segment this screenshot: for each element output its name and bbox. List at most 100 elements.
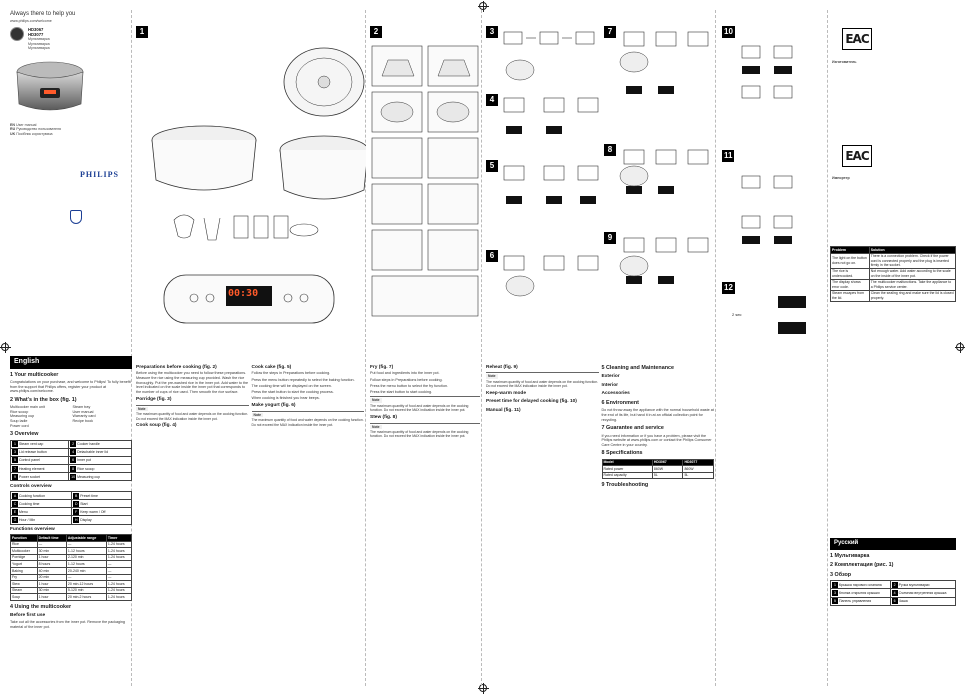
fry-step-3: Press the menu button to select the fry …	[370, 383, 449, 388]
fry-step-2: Follow steps in Preparations before cook…	[370, 377, 443, 382]
cake-step-4: Press the start button to start the cook…	[251, 389, 334, 394]
registration-mark-bottom	[478, 683, 489, 694]
en-s1-text: Congratulations on your purchase, and we…	[10, 380, 131, 394]
cake-step-5: When cooking is finished you hear beeps.	[251, 395, 320, 400]
fig-2-label: 2	[370, 26, 382, 38]
importer-label: Импортер	[832, 176, 850, 180]
tagline: Always there to help you	[10, 11, 76, 17]
fig-6-label: 6	[486, 250, 498, 262]
reheat-title: Reheat (fig. 9)	[486, 364, 518, 370]
russian-section: Русский 1 Мультиварка 2 Комплектация (ри…	[830, 538, 957, 606]
s8-title: 8 Specifications	[601, 450, 643, 457]
russian-bar: Русский	[830, 538, 956, 550]
lang-uk: UK Посібник користувача	[10, 131, 53, 136]
registration-mark-right	[955, 342, 965, 353]
stew-title: Stew (fig. 8)	[370, 414, 397, 420]
fry-title: Fry (fig. 7)	[370, 364, 394, 370]
en-s2-title: 2 What's in the box (fig. 1)	[10, 396, 77, 403]
box-items: Multicooker main unit Rice scoop Measuri…	[10, 405, 96, 428]
s7-title: 7 Guarantee and service	[601, 425, 664, 432]
product-name-1: Мультиварка	[28, 37, 50, 42]
cooking-steps-illustration	[503, 31, 709, 297]
s6-title: 6 Environment	[601, 400, 639, 407]
lang-ru: RU Руководство пользователя	[10, 127, 61, 132]
fig-12-label: 12	[722, 282, 735, 294]
manufacturer-label: Изготовитель	[832, 60, 857, 64]
product-name-3: Мультиварка	[28, 46, 50, 51]
eac-mark-1: EAC	[842, 28, 872, 50]
keepwarm-title: Keep-warm mode	[486, 390, 526, 396]
prep-title: Preparations before cooking (fig. 2)	[136, 364, 217, 370]
cake-step-3: The cooking time will be displayed on th…	[251, 383, 332, 388]
website-url: www.philips.com/welcome	[10, 18, 52, 23]
model-1: HD3067	[28, 26, 44, 32]
ru-s1-title: 1 Мультиварка	[830, 552, 870, 559]
fig-11-label: 11	[722, 150, 735, 162]
cake-step-2: Press the menu button repeatedly to sele…	[251, 377, 355, 382]
s9-title: 9 Troubleshooting	[601, 482, 649, 489]
table-row: The display shows error code.The multico…	[830, 278, 957, 291]
controls-title: Controls overview	[10, 483, 52, 489]
fig-3-label: 3	[486, 26, 498, 38]
s7-text: If you need information or if you have a…	[601, 433, 712, 447]
product-name-2: Мультиварка	[28, 41, 50, 46]
en-s4-sub: Before first use	[10, 613, 46, 619]
figure-panel-3: Fry (fig. 7) Put food and ingredients in…	[368, 10, 482, 686]
table-row: Steam escapes from the lid.Clean the sea…	[830, 289, 957, 302]
s6-text: Do not throw away the appliance with the…	[601, 408, 714, 422]
fig-5-label: 5	[486, 160, 498, 172]
exterior-title: Exterior	[601, 374, 620, 380]
manual-title: Manual (fig. 11)	[486, 407, 521, 413]
table-row: The light on the button does not go on.T…	[830, 252, 957, 269]
panel-2-text: Preparations before cooking (fig. 2) Bef…	[136, 364, 364, 429]
table-row: The rice is undercooked.Not enough water…	[830, 267, 957, 280]
cake-title: Cook cake (fig. 5)	[251, 364, 292, 370]
porridge-title: Porridge (fig. 3)	[136, 397, 172, 403]
en-s1-title: 1 Your multicooker	[10, 371, 59, 378]
fig-10-label: 10	[722, 26, 735, 38]
multicooker-product-image	[16, 61, 84, 111]
english-section: English 1 Your multicooker Congratulatio…	[9, 356, 133, 631]
fig-7-label: 7	[604, 26, 616, 38]
accessories-title: Accessories	[601, 391, 630, 397]
preset-title: Preset time for delayed cooking (fig. 10…	[486, 399, 577, 405]
timer-steps-illustration	[741, 45, 806, 334]
prep-text: Before using the multicooker you need to…	[136, 371, 249, 394]
figure-panel-10-12: 10 11 12 2 sec	[718, 10, 828, 686]
functions-table: Function Default time Adjustable range T…	[10, 534, 133, 601]
yogurt-title: Make yogurt (fig. 6)	[251, 403, 296, 409]
en-s4-text: Take out all the accessories from the in…	[10, 620, 125, 629]
panel-3-text: Fry (fig. 7) Put food and ingredients in…	[370, 362, 480, 440]
fry-step-4: Press the start button to start cooking.	[370, 389, 433, 394]
en-s3-title: 3 Overview	[10, 431, 39, 438]
register-seal-icon	[10, 26, 24, 41]
functions-title: Functions overview	[10, 527, 55, 533]
fig-12-duration: 2 sec	[732, 312, 742, 317]
figure-panel-3-9: 3 4 5 6 7 8 9 Reheat (f	[484, 10, 716, 686]
fry-step-1: Put food and ingredients into the inner …	[370, 371, 440, 376]
fig-1-label: 1	[136, 26, 148, 38]
fig-4-label: 4	[486, 94, 498, 106]
display-readout-1: 00:30	[228, 288, 259, 299]
fig-9-label: 9	[604, 232, 616, 244]
registration-mark-top	[478, 1, 489, 12]
cake-step-1: Follow the steps in Preparations before …	[251, 371, 331, 376]
figure-panel-1-2: 1 2 00:30 Preparations before cooking (f…	[134, 10, 382, 686]
registration-mark-left	[0, 342, 11, 353]
eac-mark-2: EAC	[842, 145, 872, 167]
interior-title: Interior	[601, 382, 619, 388]
en-s4-title: 4 Using the multicooker	[10, 603, 72, 610]
fig-8-label: 8	[604, 144, 616, 156]
model-2: HD3077	[28, 32, 44, 38]
philips-shield-icon	[70, 210, 82, 224]
